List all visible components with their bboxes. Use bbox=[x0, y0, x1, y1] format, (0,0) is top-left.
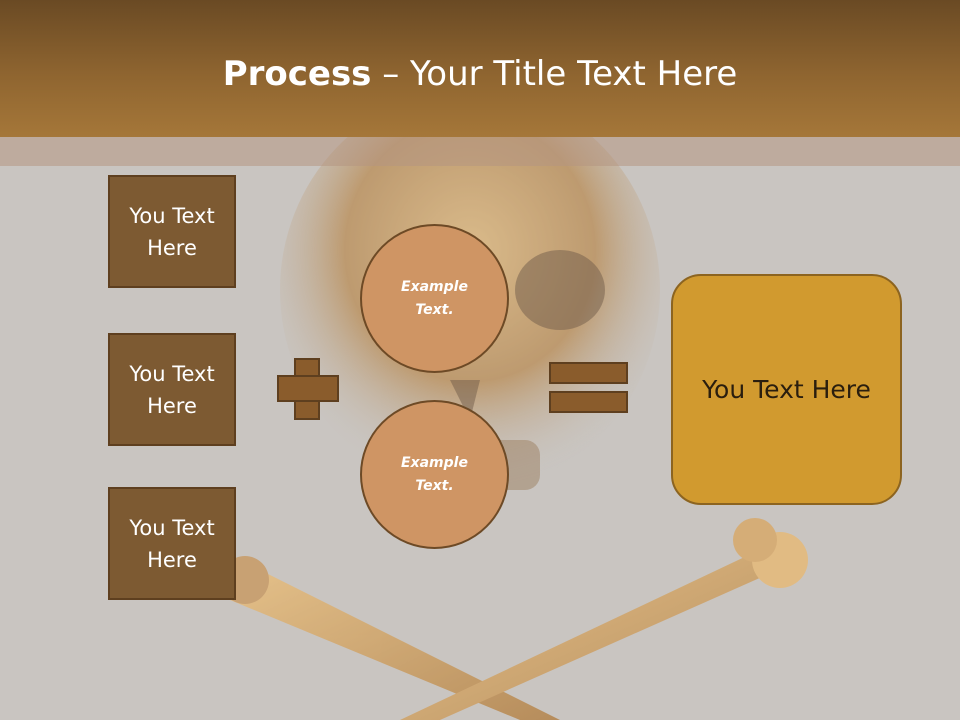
text-box-1: You Text Here bbox=[108, 175, 236, 288]
circle-label: Example Text. bbox=[401, 278, 468, 318]
result-box: You Text Here bbox=[671, 274, 902, 505]
circle-label: Example Text. bbox=[401, 454, 468, 494]
text-box-3: You Text Here bbox=[108, 487, 236, 600]
title-bar bbox=[0, 0, 960, 137]
text-box-label: You Text Here bbox=[129, 203, 215, 260]
example-circle-2: Example Text. bbox=[360, 400, 509, 549]
title-bold: Process bbox=[222, 54, 372, 94]
example-circle-1: Example Text. bbox=[360, 224, 509, 373]
title-strip bbox=[0, 137, 960, 166]
text-box-2: You Text Here bbox=[108, 333, 236, 446]
result-label: You Text Here bbox=[702, 375, 871, 404]
text-box-label: You Text Here bbox=[129, 361, 215, 418]
text-box-label: You Text Here bbox=[129, 515, 215, 572]
title-rest: – Your Title Text Here bbox=[371, 54, 738, 94]
slide-title: Process – Your Title Text Here bbox=[0, 52, 960, 96]
